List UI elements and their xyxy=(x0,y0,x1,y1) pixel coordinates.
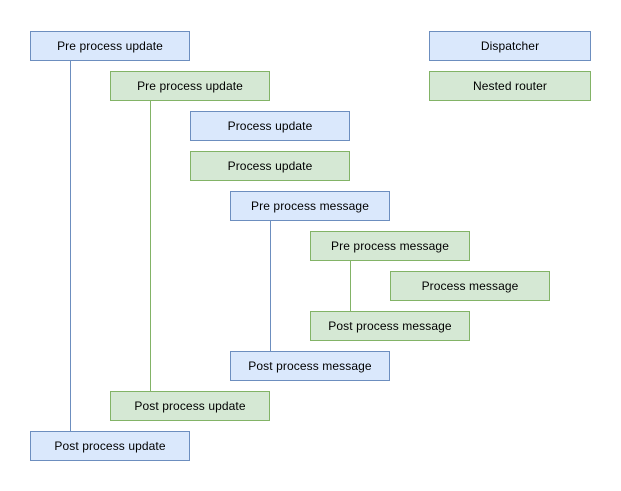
post-process-message-dispatcher[interactable]: Post process message xyxy=(230,351,390,381)
post-process-message-router[interactable]: Post process message xyxy=(310,311,470,341)
post-process-update-dispatcher[interactable]: Post process update xyxy=(30,431,190,461)
post-process-update-router[interactable]: Post process update xyxy=(110,391,270,421)
pre-process-message-dispatcher[interactable]: Pre process message xyxy=(230,191,390,221)
process-message-router-label: Process message xyxy=(421,279,519,293)
pre-process-message-dispatcher-label: Pre process message xyxy=(251,199,369,213)
pre-process-message-router-label: Pre process message xyxy=(331,239,449,253)
connector-update-router xyxy=(150,101,151,391)
post-process-update-router-label: Post process update xyxy=(134,399,246,413)
pre-process-message-router[interactable]: Pre process message xyxy=(310,231,470,261)
pre-process-update-router-label: Pre process update xyxy=(137,79,243,93)
process-message-router[interactable]: Process message xyxy=(390,271,550,301)
post-process-message-dispatcher-label: Post process message xyxy=(248,359,372,373)
legend-nested-router[interactable]: Nested router xyxy=(429,71,591,101)
post-process-update-dispatcher-label: Post process update xyxy=(54,439,166,453)
connector-message-router xyxy=(350,261,351,311)
pre-process-update-router[interactable]: Pre process update xyxy=(110,71,270,101)
connector-update-dispatcher xyxy=(70,61,71,431)
pre-process-update-dispatcher-label: Pre process update xyxy=(57,39,163,53)
legend-dispatcher[interactable]: Dispatcher xyxy=(429,31,591,61)
pre-process-update-dispatcher[interactable]: Pre process update xyxy=(30,31,190,61)
process-update-router[interactable]: Process update xyxy=(190,151,350,181)
connector-message-dispatcher xyxy=(270,221,271,351)
post-process-message-router-label: Post process message xyxy=(328,319,452,333)
legend-dispatcher-label: Dispatcher xyxy=(480,39,540,53)
process-update-router-label: Process update xyxy=(227,159,313,173)
legend-nested-router-label: Nested router xyxy=(472,79,547,93)
process-update-dispatcher-label: Process update xyxy=(227,119,313,133)
process-update-dispatcher[interactable]: Process update xyxy=(190,111,350,141)
